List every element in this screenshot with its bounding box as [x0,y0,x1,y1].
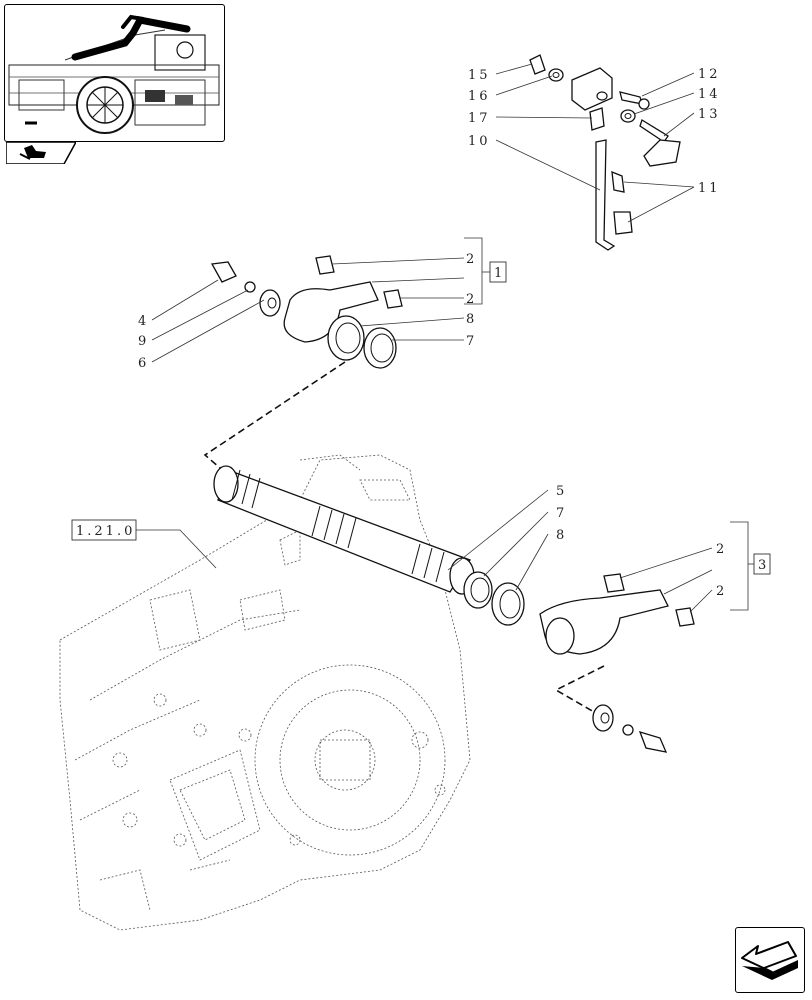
group-reference-1-label: 1 [494,266,505,281]
lower-arm-assembly [463,571,695,753]
callout-8-upper: 8 [466,312,477,327]
callout-8-lower: 8 [556,528,567,543]
tractor-tab-icon [5,141,78,165]
callout-10: 10 [468,134,491,149]
assembly-axis-lines [203,361,605,713]
transmission-housing [59,454,471,931]
section-reference-label: 1.21.0 [76,524,135,539]
callout-9: 9 [138,334,149,349]
callout-15: 15 [468,68,491,83]
section-reference-box[interactable]: 1.21.0 [71,519,137,541]
group-reference-3-label: 3 [758,558,769,573]
tractor-location-thumbnail-icon [4,4,225,142]
callout-labels: 15 16 17 10 12 14 13 11 2 2 4 9 6 8 7 5 … [138,67,727,599]
callout-16: 16 [468,89,491,104]
callout-4: 4 [138,314,149,329]
callout-7-upper: 7 [466,334,477,349]
callout-14: 14 [698,87,721,102]
callout-2-lower-b: 2 [716,584,727,599]
callout-2-upper-a: 2 [466,252,477,267]
lever-assembly [529,54,681,251]
upper-arm-assembly [210,255,403,369]
next-page-button[interactable] [735,927,805,993]
callout-7-lower: 7 [556,506,567,521]
group-reference-1[interactable]: 1 [489,261,507,283]
callout-2-lower-a: 2 [716,542,727,557]
callout-2-upper-b: 2 [466,292,477,307]
callout-12: 12 [698,67,721,82]
callout-13: 13 [698,107,721,122]
callout-5: 5 [556,484,567,499]
callout-11: 11 [698,181,721,196]
callout-6: 6 [138,356,149,371]
group-reference-3[interactable]: 3 [753,553,771,575]
splined-shaft [213,465,475,595]
leader-lines [136,63,756,613]
next-page-arrow-icon [741,941,798,980]
callout-17: 17 [468,111,491,126]
thumbnail-drawing [8,14,220,134]
